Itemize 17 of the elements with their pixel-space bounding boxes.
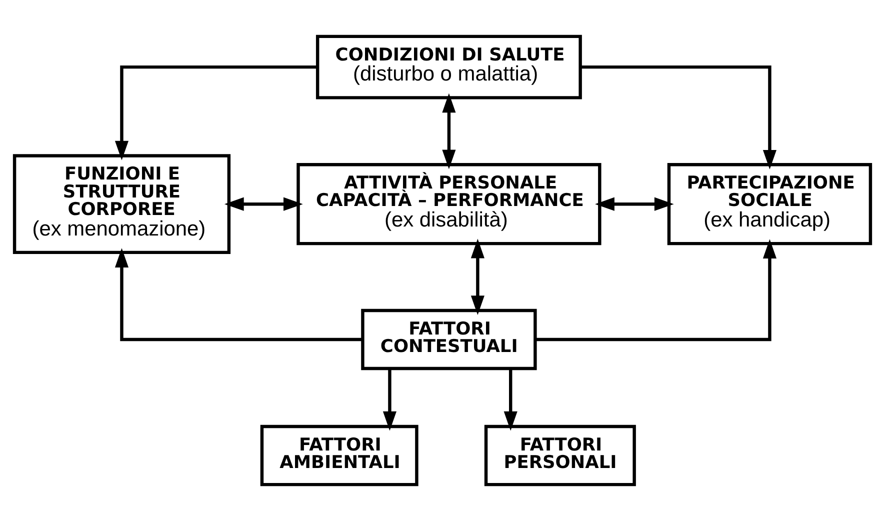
node-box: ATTIVITÀ PERSONALE CAPACITÀ – PERFORMANCE (ex disabilità) — [296, 162, 602, 246]
arrow — [442, 93, 456, 170]
arrow — [224, 197, 303, 211]
arrow — [114, 248, 363, 342]
arrow — [595, 197, 674, 211]
node-box: PARTECIPAZIONE SOCIALE (ex handicap) — [667, 162, 872, 246]
arrow — [470, 238, 484, 315]
arrow — [114, 65, 318, 160]
node-box: FATTORI CONTESTUALI — [361, 308, 537, 370]
arrow — [382, 368, 396, 431]
node-box: FATTORI PERSONALI — [484, 424, 636, 486]
arrow — [580, 65, 776, 170]
node-box: FATTORI AMBIENTALI — [260, 424, 418, 486]
arrow — [535, 239, 776, 342]
node-box: FUNZIONI E STRUTTURE CORPOREE (ex menomazione) — [12, 154, 231, 254]
arrow — [504, 368, 518, 431]
node-box: CONDIZIONI DI SALUTE (disturbo o malattia) — [316, 34, 582, 100]
